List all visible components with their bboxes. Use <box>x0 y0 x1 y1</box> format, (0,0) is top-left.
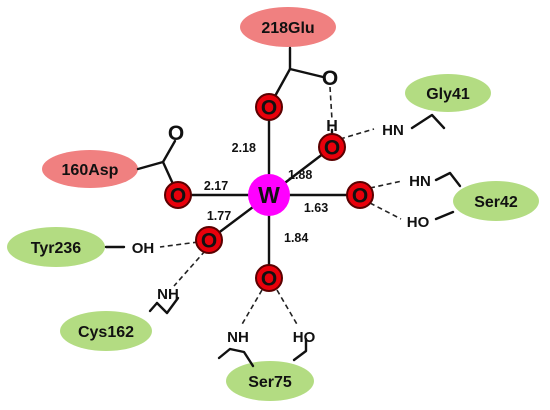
bond-length-o-bottom: 1.84 <box>284 231 308 245</box>
oxygen-atom-right: O <box>346 181 374 209</box>
bond-length-o-lower-left: 1.77 <box>207 209 231 223</box>
ser75-nh-stick <box>217 347 255 368</box>
hydrogen-atom: H <box>326 118 338 135</box>
bond-length-o-left: 2.17 <box>204 179 228 193</box>
cys162-nh-stick <box>155 296 180 315</box>
residue-bubble-asp160 <box>42 150 138 188</box>
residue-bubble-tyr236 <box>7 227 105 267</box>
hbond-o-ser42-nh <box>369 180 403 189</box>
residue-label-asp160: 160Asp <box>62 162 119 179</box>
svg-text:O: O <box>352 185 368 208</box>
ser75-nh-label: NH <box>227 329 249 346</box>
residue-label-ser75: Ser75 <box>248 374 292 391</box>
asp160-carbonyl-oxygen: O <box>168 122 184 145</box>
svg-text:O: O <box>170 185 186 208</box>
cys162-side-bond <box>148 301 159 313</box>
residue-bubble-cys162 <box>60 311 152 351</box>
gly41-backbone-stick <box>410 113 446 130</box>
svg-text:O: O <box>201 230 217 253</box>
asp160-side-chain-bond <box>136 160 165 171</box>
ser42-nh-stick <box>434 171 462 188</box>
residue-label-tyr236: Tyr236 <box>31 240 82 257</box>
svg-text:O: O <box>261 268 277 291</box>
oxygen-atom-upper-right: O <box>318 133 346 161</box>
oxygen-atom-top: O <box>255 93 283 121</box>
hbond-glu218-o-h <box>329 86 333 121</box>
oxygen-atom-bottom: O <box>255 264 283 292</box>
bond-length-o-upper-right: 1.88 <box>288 168 312 182</box>
residue-bubble-gly41 <box>405 74 491 112</box>
residue-bubble-ser75 <box>226 361 314 401</box>
residue-label-ser42: Ser42 <box>474 194 518 211</box>
residue-label-gly41: Gly41 <box>426 86 470 103</box>
ser42-oh-stick <box>434 210 455 221</box>
residue-label-cys162: Cys162 <box>78 324 134 341</box>
residue-bubble-ser42 <box>453 181 539 221</box>
bond-length-o-right: 1.63 <box>304 201 328 215</box>
hbond-h-gly41-nh <box>339 128 375 140</box>
hbond-o-cys162-nh <box>173 250 206 287</box>
svg-text:W: W <box>258 182 280 208</box>
glu218-carbonyl-oxygen: O <box>322 67 338 90</box>
oxygen-atom-lower-left: O <box>195 226 223 254</box>
ser42-oh-label: HO <box>407 214 430 231</box>
hbond-o-ser75-nh <box>240 289 263 327</box>
cys162-nh-label: NH <box>157 286 179 303</box>
hbond-o-tyr236-oh <box>159 241 199 248</box>
hbond-o-ser42-oh <box>369 202 402 220</box>
hbond-o-ser75-oh <box>276 289 299 327</box>
bond-length-o-top: 2.18 <box>232 141 256 155</box>
oxygen-atom-left: O <box>164 181 192 209</box>
gly41-nh-label: HN <box>382 122 404 139</box>
residue-label-glu218: 218Glu <box>261 20 314 37</box>
ser42-nh-label: HN <box>409 173 431 190</box>
svg-text:O: O <box>261 97 277 120</box>
residue-bubble-glu218 <box>240 7 336 47</box>
ser75-oh-label: HO <box>293 329 316 346</box>
svg-text:O: O <box>324 137 340 160</box>
tungsten-center-atom: W <box>248 174 290 216</box>
tyr236-oh-label: OH <box>132 240 155 257</box>
ser75-oh-stick <box>292 337 308 362</box>
